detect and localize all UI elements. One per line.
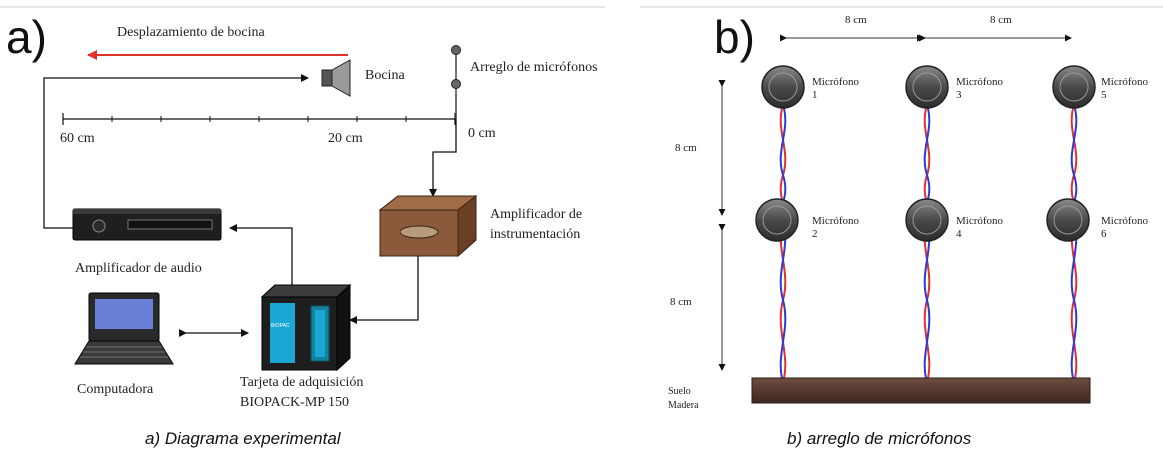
v-spacing-2: 8 cm <box>670 296 692 308</box>
h-spacing-2: 8 cm <box>990 14 1012 26</box>
h-spacing-1: 8 cm <box>845 14 867 26</box>
audio-amplifier-icon <box>72 208 222 241</box>
microphone-5-icon <box>1052 65 1096 109</box>
scale-mark-0: 0 cm <box>468 126 496 141</box>
distance-scale <box>62 113 456 125</box>
biopac-logo: BIOPAC <box>271 323 290 329</box>
daq-to-audio-amp-line <box>229 224 293 285</box>
panel-a-label: a) <box>6 11 47 63</box>
microphone-2-icon <box>755 198 799 242</box>
scale-mark-60: 60 cm <box>60 131 95 146</box>
microphone-6-icon <box>1046 198 1090 242</box>
mic-to-amp-line <box>429 119 457 197</box>
scale-mark-20: 20 cm <box>328 131 363 146</box>
microphone-4-icon <box>905 198 949 242</box>
computer-icon <box>74 292 174 365</box>
mic-array-icon <box>451 45 461 119</box>
floor-label-1: Suelo <box>668 386 691 397</box>
panel-b-label: b) <box>714 11 755 63</box>
audio-amp-label: Amplificador de audio <box>75 261 202 276</box>
mic-array-label: Arreglo de micrófonos <box>470 60 598 75</box>
floor-label-2: Madera <box>668 400 699 411</box>
wooden-floor <box>751 377 1091 404</box>
microphone-3-icon <box>905 65 949 109</box>
microphone-wires <box>779 104 1078 383</box>
instrumentation-amp-label-2: instrumentación <box>490 227 581 242</box>
displacement-label: Desplazamiento de bocina <box>117 25 265 40</box>
microphone-1-icon <box>761 65 805 109</box>
instrumentation-amp-label-1: Amplificador de <box>490 207 583 222</box>
v-spacing-1: 8 cm <box>675 142 697 154</box>
daq-card-icon <box>260 283 352 372</box>
daq-label-1: Tarjeta de adquisición <box>240 375 364 390</box>
speaker-label: Bocina <box>365 68 405 83</box>
caption-a: a) Diagrama experimental <box>145 429 341 448</box>
computer-label: Computadora <box>77 382 154 397</box>
amp-to-daq-line <box>349 256 419 324</box>
instrumentation-amplifier-icon <box>378 194 478 258</box>
amp-to-speaker-line <box>43 74 309 229</box>
speaker-icon <box>321 59 351 97</box>
daq-label-2: BIOPACK-MP 150 <box>240 395 350 410</box>
caption-b: b) arreglo de micrófonos <box>787 429 972 448</box>
